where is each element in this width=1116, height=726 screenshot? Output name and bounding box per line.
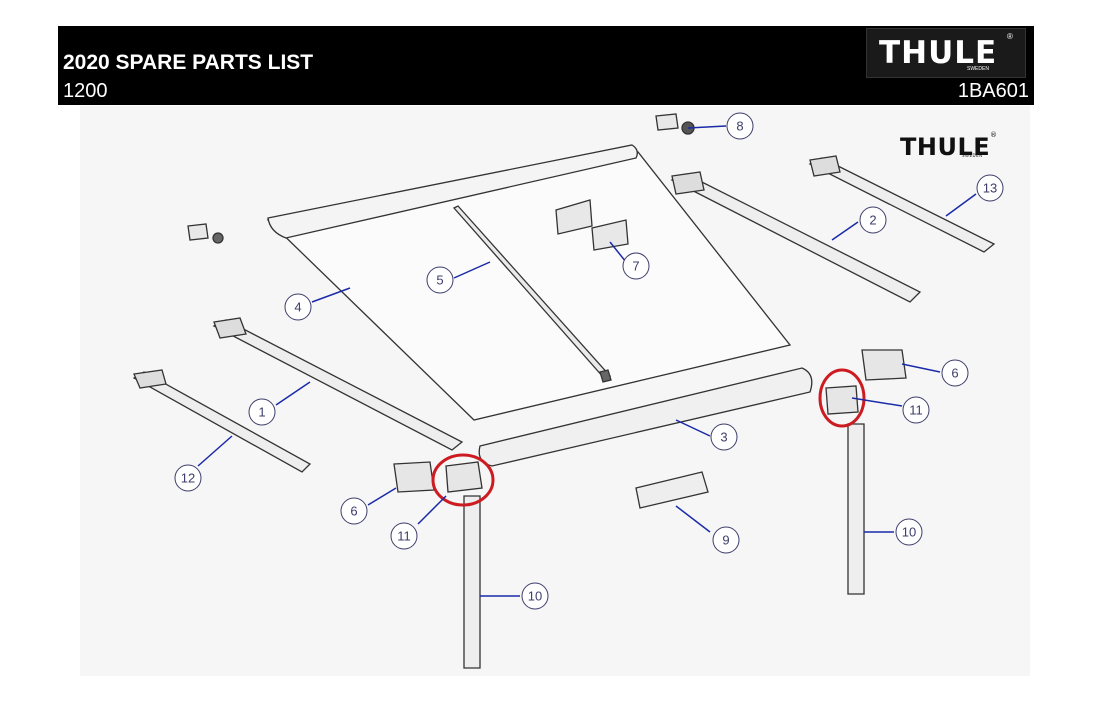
thule-logo: THULE SWEDEN ® xyxy=(866,28,1026,78)
part-7-upper xyxy=(555,199,593,235)
callout-10-right: 10 xyxy=(902,525,916,540)
callout-1: 1 xyxy=(258,405,265,420)
callout-circle-9 xyxy=(712,526,740,554)
callout-11-left: 11 xyxy=(397,529,411,544)
arm-1-bracket xyxy=(213,317,247,339)
logo-subtext: SWEDEN xyxy=(967,66,989,72)
leg-left xyxy=(463,495,481,669)
leader-6-left xyxy=(367,487,397,506)
arm-12-bracket xyxy=(133,369,167,389)
leader-4 xyxy=(311,287,351,303)
callout-6-left: 6 xyxy=(350,504,357,519)
callout-circle-4 xyxy=(284,293,312,321)
callout-12: 12 xyxy=(181,471,195,486)
leader-7 xyxy=(609,241,627,263)
leader-2 xyxy=(831,221,859,241)
roller-tube xyxy=(478,367,813,467)
part-7-lower xyxy=(591,219,629,251)
loose-cap xyxy=(187,223,209,241)
callout-11-right: 11 xyxy=(909,403,923,418)
leader-3 xyxy=(675,419,711,437)
header-bar: 2020 SPARE PARTS LIST 1200 1BA601 THULE … xyxy=(58,26,1034,105)
diagram-registered-mark: ® xyxy=(990,131,998,139)
leader-11-left xyxy=(417,495,447,525)
callout-circle-11-left xyxy=(390,522,418,550)
callout-2: 2 xyxy=(869,213,876,228)
callout-10-left: 10 xyxy=(528,589,542,604)
callout-circle-2 xyxy=(859,206,887,234)
rod-tip xyxy=(599,369,612,383)
arm-12 xyxy=(132,371,312,473)
callout-circle-10-left xyxy=(521,582,549,610)
diagram-thule-logo: THULE SWEDEN ® xyxy=(900,131,997,161)
callout-3: 3 xyxy=(720,430,727,445)
callout-circle-7 xyxy=(622,252,650,280)
callout-7: 7 xyxy=(632,259,639,274)
leader-11-right xyxy=(851,397,903,407)
callout-circle-6-right xyxy=(941,359,969,387)
part-number: 1BA601 xyxy=(957,80,1029,102)
callout-circle-6-left xyxy=(340,497,368,525)
leader-1 xyxy=(275,381,311,406)
leader-12 xyxy=(197,435,233,467)
leader-8 xyxy=(687,125,727,129)
callout-circle-3 xyxy=(710,423,738,451)
callout-9: 9 xyxy=(722,533,729,548)
callout-circle-5 xyxy=(426,266,454,294)
callout-circle-12 xyxy=(174,464,202,492)
loose-screw xyxy=(212,232,224,244)
callout-circle-11-right xyxy=(902,396,930,424)
arm-2-bracket xyxy=(671,171,705,195)
page-title: 2020 SPARE PARTS LIST xyxy=(63,51,314,74)
leader-9 xyxy=(675,505,711,533)
part-8-cap xyxy=(655,113,679,131)
callout-circle-1 xyxy=(248,398,276,426)
callout-circle-8 xyxy=(726,112,754,140)
callout-circle-10-right xyxy=(895,518,923,546)
callout-13: 13 xyxy=(983,181,997,196)
highlight-circle-right xyxy=(818,368,866,428)
callout-circle-13 xyxy=(976,174,1004,202)
diagram-logo-text: THULE xyxy=(900,133,991,161)
bracket-right xyxy=(825,385,859,415)
arm-13-bracket xyxy=(809,155,841,177)
end-cap-left xyxy=(393,461,435,493)
end-cap-right xyxy=(861,349,907,381)
top-profile xyxy=(267,144,638,239)
leader-6-right xyxy=(901,363,941,373)
callout-8: 8 xyxy=(736,119,743,134)
logo-text: THULE xyxy=(879,35,998,71)
leader-5 xyxy=(453,261,491,279)
bracket-left xyxy=(445,461,483,493)
leg-right xyxy=(847,423,865,595)
callout-6-right: 6 xyxy=(951,366,958,381)
callout-4: 4 xyxy=(294,300,301,315)
callout-5: 5 xyxy=(436,273,443,288)
diagram-logo-subtext: SWEDEN xyxy=(962,153,983,158)
model-number: 1200 xyxy=(63,80,108,102)
rail-9 xyxy=(635,471,709,509)
highlight-circle-left xyxy=(431,453,495,507)
registered-mark: ® xyxy=(1007,32,1013,41)
leader-13 xyxy=(945,193,977,217)
